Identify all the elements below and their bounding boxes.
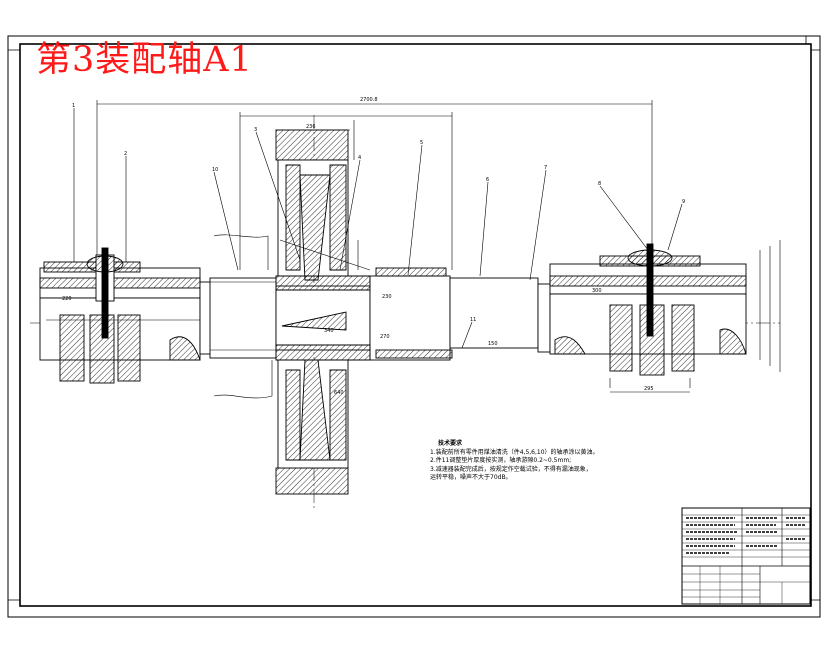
title-block: [681, 507, 811, 605]
break-lines: [213, 120, 359, 399]
dim-overall: 2700.8: [360, 97, 378, 103]
balloon-1: 1: [72, 103, 75, 109]
gear: [275, 129, 371, 495]
sheet-border: [7, 35, 821, 618]
balloon-3: 3: [254, 127, 257, 133]
balloon-labels: 1 2 3 4 5 6 7 8 9 10 11: [72, 103, 685, 323]
balloon-6: 6: [486, 177, 489, 183]
balloon-10: 10: [212, 167, 218, 173]
balloon-7: 7: [544, 165, 547, 171]
dim-1: 236: [306, 124, 316, 130]
leader-lines: [213, 131, 683, 349]
dim-7: 640: [334, 390, 344, 396]
balloon-2: 2: [124, 151, 127, 157]
balloon-11: 11: [470, 317, 476, 323]
overall-dimension: [96, 100, 653, 270]
dim-5: 340: [324, 328, 334, 334]
right-dimensions: [609, 240, 781, 393]
dim-6: 150: [488, 341, 498, 347]
notes-heading: 技术要求: [438, 440, 463, 447]
technical-notes: 技术要求 1.装配前所有零件用煤油清洗（件4,5,6,10）的轴承涂以黄油。 2…: [430, 440, 599, 483]
note-line: 3.减速器装配完成后，按规定作空载试验，不得有漏油现象，: [430, 465, 592, 473]
shaft: [199, 267, 551, 361]
left-coupling: [39, 108, 201, 384]
balloon-8: 8: [598, 181, 601, 187]
dim-3: 230: [382, 294, 392, 300]
right-coupling: [549, 243, 747, 376]
dim-4: 270: [380, 334, 390, 340]
dim-9: 300: [592, 288, 602, 294]
balloon-9: 9: [682, 199, 685, 205]
note-line: 1.装配前所有零件用煤油清洗（件4,5,6,10）的轴承涂以黄油。: [430, 448, 599, 456]
note-line: 2.件11调整垫片厚度按实测，轴承游隙0.2~0.5mm;: [430, 457, 572, 464]
dim-8: 295: [644, 386, 654, 392]
note-line: 运转平稳，噪声不大于70dB。: [430, 474, 512, 481]
dimension-labels: 2700.8 236 220 230 270 340 150 640 295 3…: [62, 97, 654, 396]
balloon-5: 5: [420, 140, 423, 146]
balloon-4: 4: [358, 155, 361, 161]
drawing-title: 第3装配轴A1: [36, 40, 253, 80]
dim-2: 220: [62, 296, 72, 302]
